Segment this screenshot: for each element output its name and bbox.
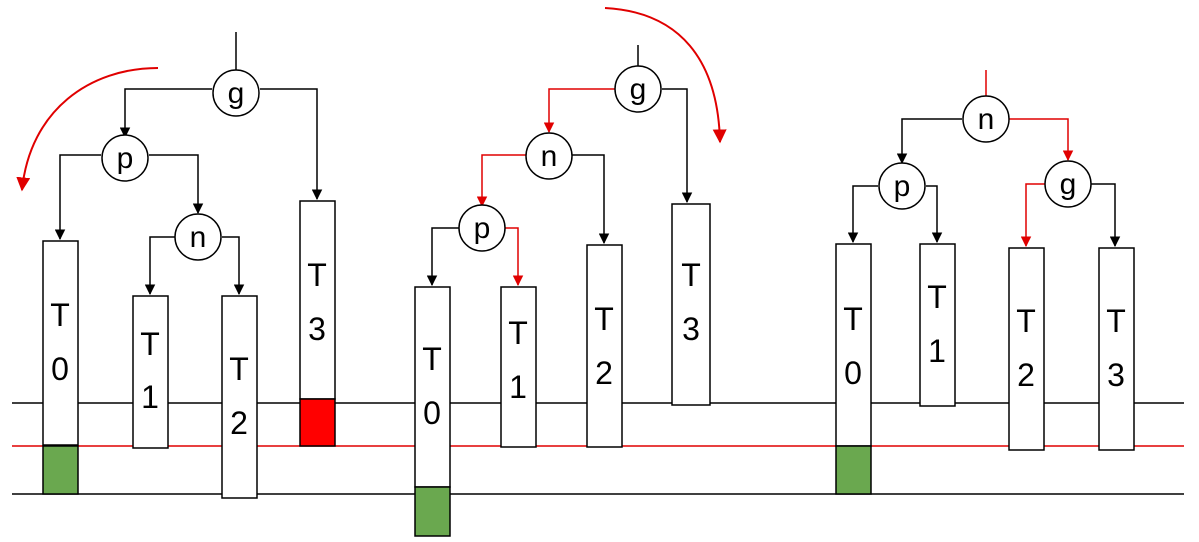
- subtree-t1-label-t: T: [140, 326, 160, 362]
- subtree-t1-box: [500, 286, 537, 448]
- subtree-t2-label-d: 2: [1017, 357, 1035, 393]
- edge-g-t2: [1020, 183, 1045, 248]
- diagram-1-before-rotation: T 0 T 1 T 2 T 3 g p n: [16, 32, 336, 499]
- subtree-t3-box: [671, 203, 711, 406]
- edge-p-n: [149, 154, 204, 215]
- node-g: [1044, 160, 1092, 208]
- subtree-t2-label-t: T: [594, 301, 614, 337]
- subtree-t3-label-d: 3: [682, 311, 700, 347]
- node-n: [962, 95, 1010, 143]
- node-g: [614, 65, 662, 113]
- subtree-t0-green-marker: [835, 445, 872, 495]
- node-n: [174, 213, 222, 261]
- diagram-3-after-rotation: T 0 T 1 T 2 T 3 n p g: [835, 70, 1135, 495]
- subtree-t2-box: [1008, 247, 1045, 451]
- node-p: [101, 134, 149, 182]
- subtree-t1-box: [132, 295, 169, 449]
- node-p: [878, 162, 926, 210]
- node-g-label: g: [228, 77, 245, 110]
- subtree-t1-box: [919, 243, 956, 407]
- node-p: [458, 204, 506, 252]
- node-n: [525, 132, 573, 180]
- subtree-t0-box: [42, 240, 79, 446]
- subtree-t0-label-d: 0: [844, 355, 862, 391]
- subtree-t0-label-t: T: [843, 301, 863, 337]
- edge-n-g: [1009, 118, 1074, 162]
- edge-p-t1: [505, 227, 524, 287]
- edge-n-p: [896, 118, 962, 165]
- subtree-t3-label-d: 3: [308, 311, 326, 347]
- edge-p-t1: [926, 185, 943, 244]
- subtree-t0-green-marker: [414, 486, 451, 537]
- subtree-t1-label-d: 1: [141, 379, 159, 415]
- subtree-t3-label-t: T: [1106, 303, 1126, 339]
- subtree-t2-label-t: T: [1016, 303, 1036, 339]
- node-p-label: p: [894, 170, 911, 203]
- subtree-t0-label-t: T: [50, 297, 70, 333]
- subtree-t0-label-d: 0: [51, 351, 69, 387]
- subtree-t0-box: [414, 286, 451, 488]
- edge-p-t0: [426, 227, 459, 287]
- edge-n-t2: [572, 154, 610, 245]
- subtree-t2-label-d: 2: [595, 355, 613, 391]
- node-g-label: g: [630, 73, 647, 106]
- node-p-label: p: [474, 212, 491, 245]
- node-n-label: n: [541, 140, 558, 173]
- edge-n-t2: [222, 236, 245, 296]
- node-p-label: p: [117, 142, 134, 175]
- edge-g-t3: [662, 88, 693, 204]
- subtree-t3-box: [1098, 247, 1135, 451]
- node-n-label: n: [190, 221, 207, 254]
- subtree-t1-label-t: T: [508, 315, 528, 351]
- node-g-label: g: [1060, 168, 1077, 201]
- subtree-t0-green-marker: [42, 445, 79, 495]
- subtree-t1-label-d: 1: [509, 369, 527, 405]
- rotation-arrow-1: [16, 67, 159, 192]
- edge-p-t0: [847, 185, 878, 244]
- subtree-t2-box: [221, 295, 258, 499]
- edge-g-t3: [260, 88, 323, 201]
- subtree-t0-label-d: 0: [423, 395, 441, 431]
- node-n-label: n: [978, 103, 995, 136]
- diagram-2-intermediate: T 0 T 1 T 2 T 3 g n p: [414, 7, 727, 537]
- rotation-arrow-2: [604, 7, 727, 144]
- edge-n-t1: [144, 236, 175, 296]
- subtree-t2-box: [586, 244, 623, 448]
- node-g: [212, 69, 260, 117]
- subtree-t0-label-t: T: [422, 341, 442, 377]
- edge-n-p: [476, 154, 526, 208]
- subtree-t2-label-t: T: [229, 351, 249, 387]
- subtree-t3-label-t: T: [307, 257, 327, 293]
- subtree-t0-box: [835, 243, 872, 447]
- edge-p-t0: [54, 154, 101, 241]
- edge-g-p: [119, 88, 212, 139]
- subtree-t3-red-marker: [299, 398, 336, 447]
- subtree-t2-label-d: 2: [230, 405, 248, 441]
- subtree-t3-label-t: T: [681, 257, 701, 293]
- subtree-t3-label-d: 3: [1107, 357, 1125, 393]
- edge-g-t3: [1091, 183, 1121, 248]
- subtree-t1-label-d: 1: [928, 333, 946, 369]
- subtree-t3-box: [299, 200, 336, 400]
- edge-g-n: [543, 88, 615, 134]
- subtree-t1-label-t: T: [927, 279, 947, 315]
